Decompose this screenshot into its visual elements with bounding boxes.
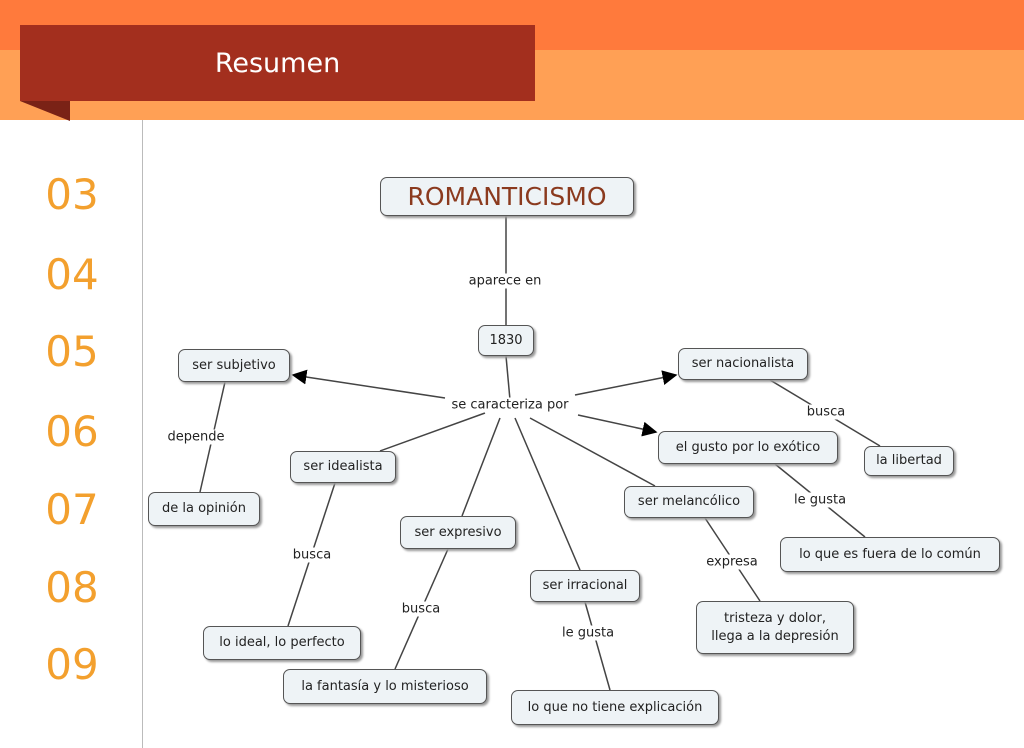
link-label-depende: depende (165, 429, 227, 445)
concept-la-libertad[interactable]: la libertad (864, 446, 954, 476)
page-number[interactable]: 04 (45, 250, 99, 299)
link-label-le-gusta: le gusta (791, 492, 849, 508)
banner-fold (20, 101, 70, 121)
concept-romanticismo[interactable]: ROMANTICISMO (380, 177, 634, 216)
concept-ser-subjetivo[interactable]: ser subjetivo (178, 349, 290, 382)
concept-fantasia[interactable]: la fantasía y lo misterioso (283, 669, 487, 704)
concept-ser-expresivo[interactable]: ser expresivo (400, 516, 516, 549)
concept-text-line: tristeza y dolor, (724, 610, 826, 626)
page-number[interactable]: 06 (45, 407, 99, 456)
page-title: Resumen (214, 47, 341, 79)
concept-gusto-exotico[interactable]: el gusto por lo exótico (658, 431, 838, 464)
link-label-aparece-en: aparece en (466, 273, 544, 289)
concept-text-line: llega a la depresión (711, 628, 839, 644)
page-number[interactable]: 07 (45, 485, 99, 534)
concept-de-la-opinion[interactable]: de la opinión (148, 492, 260, 526)
divider (142, 120, 143, 748)
page-number[interactable]: 05 (45, 327, 99, 376)
concept-ser-melancolico[interactable]: ser melancólico (624, 486, 754, 518)
concept-sin-explicacion[interactable]: lo que no tiene explicación (511, 690, 719, 725)
link-label-busca: busca (290, 547, 334, 563)
link-label-expresa: expresa (704, 554, 760, 570)
concept-ser-irracional[interactable]: ser irracional (530, 570, 640, 602)
title-banner: Resumen (20, 25, 535, 101)
concept-tristeza[interactable]: tristeza y dolor, llega a la depresión (696, 601, 854, 654)
concept-1830[interactable]: 1830 (478, 325, 534, 356)
page-number[interactable]: 08 (45, 563, 99, 612)
link-label-se-caracteriza-por: se caracteriza por (449, 397, 571, 413)
concept-lo-ideal[interactable]: lo ideal, lo perfecto (203, 626, 361, 660)
link-label-busca: busca (804, 404, 848, 420)
link-label-busca: busca (399, 601, 443, 617)
page-number[interactable]: 03 (45, 170, 99, 219)
concept-fuera-de-lo-comun[interactable]: lo que es fuera de lo común (780, 537, 1000, 572)
link-label-le-gusta: le gusta (559, 625, 617, 641)
page-number[interactable]: 09 (45, 640, 99, 689)
concept-ser-nacionalista[interactable]: ser nacionalista (678, 348, 808, 380)
concept-ser-idealista[interactable]: ser idealista (290, 451, 396, 483)
